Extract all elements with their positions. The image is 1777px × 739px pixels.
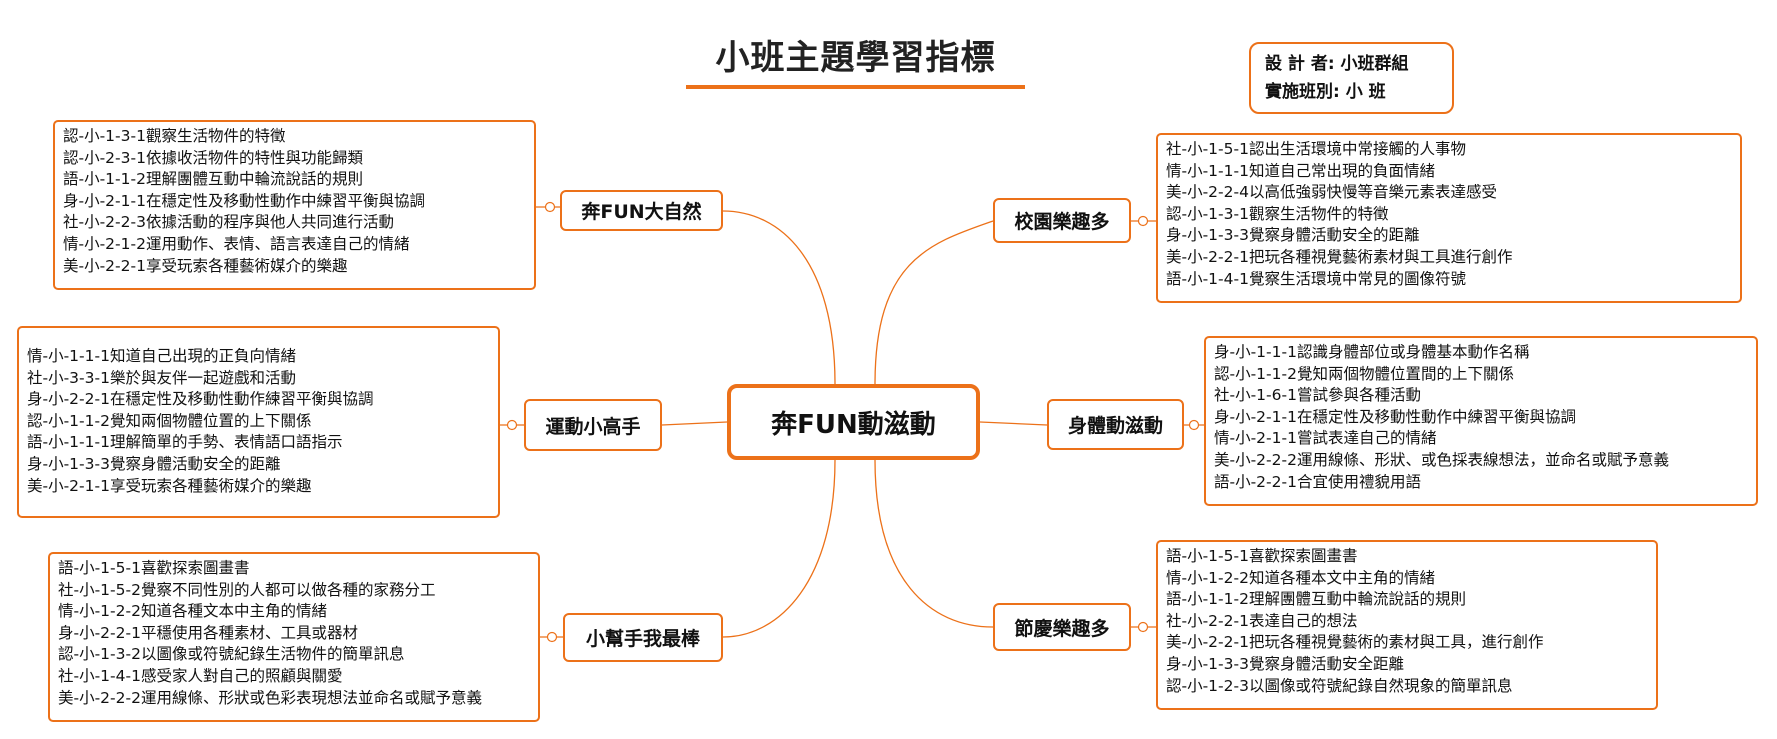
connector-center-to-body: [979, 421, 1048, 426]
topic-body[interactable]: 身體動滋動: [1047, 399, 1184, 450]
indicator-item: 身-小-1-1-1認識身體部位或身體基本動作名稱: [1214, 343, 1530, 361]
collapse-toggle-icon: [544, 201, 556, 213]
indicator-item: 社-小-3-3-1樂於與友伴一起遊戲和活動: [27, 368, 296, 387]
collapse-toggle-icon: [546, 631, 558, 643]
indicator-list-sports[interactable]: 情-小-1-1-1知道自己出現的正負向情緒 社-小-3-3-1樂於與友伴一起遊戲…: [17, 326, 500, 518]
collapse-toggle-icon: [1188, 419, 1200, 431]
indicator-item: 認-小-1-3-1觀察生活物件的特徵: [63, 127, 286, 145]
indicator-item: 社-小-1-5-1認出生活環境中常接觸的人事物: [1166, 140, 1466, 158]
indicator-item: 美-小-2-1-1享受玩索各種藝術媒介的樂趣: [27, 476, 312, 495]
designer-info-box[interactable]: 設 計 者: 小班群組 實施班別: 小 班: [1249, 42, 1454, 114]
indicator-item: 社-小-1-4-1感受家人對自己的照顧與關愛: [58, 666, 343, 685]
indicator-item: 語-小-1-5-1喜歡探索圖畫書: [1166, 547, 1358, 565]
indicator-item: 語-小-1-1-2理解團體互動中輪流說話的規則: [63, 170, 363, 189]
indicator-list-helper[interactable]: 語-小-1-5-1喜歡探索圖畫書 社-小-1-5-2覺察不同性別的人都可以做各種…: [48, 552, 540, 722]
connector-center-to-sports: [661, 421, 728, 426]
indicator-item: 情-小-2-1-2運用動作、表情、語言表達自己的情緒: [63, 234, 410, 253]
indicator-list-campus[interactable]: 社-小-1-5-1認出生活環境中常接觸的人事物 情-小-1-1-1知道自己常出現…: [1156, 133, 1742, 303]
indicator-item: 身-小-1-3-3覺察身體活動安全的距離: [27, 454, 281, 473]
indicator-item: 美-小-2-2-2運用線條、形狀或色彩表現想法並命名或賦予意義: [58, 688, 482, 707]
connector-center-to-helper: [722, 459, 836, 638]
collapse-toggle-icon: [1137, 215, 1149, 227]
topic-nature[interactable]: 奔FUN大自然: [560, 190, 723, 231]
indicator-item: 情-小-1-2-2知道各種文本中主角的情緒: [58, 602, 327, 621]
class-line: 實施班別: 小 班: [1265, 82, 1386, 102]
topic-helper[interactable]: 小幫手我最棒: [563, 613, 723, 662]
indicator-item: 情-小-1-2-2知道各種本文中主角的情緒: [1166, 568, 1435, 587]
connector-center-to-campus: [874, 220, 994, 385]
central-topic[interactable]: 奔FUN動滋動: [727, 384, 980, 460]
indicator-item: 情-小-2-1-1嘗試表達自己的情緒: [1214, 429, 1437, 448]
indicator-item: 美-小-2-2-1享受玩索各種藝術媒介的樂趣: [63, 256, 348, 275]
indicator-item: 語-小-1-1-1理解簡單的手勢、表情語口語指示: [27, 433, 343, 452]
topic-sports[interactable]: 運動小高手: [524, 399, 662, 451]
indicator-item: 社-小-2-2-3依據活動的程序與他人共同進行活動: [63, 213, 394, 232]
title-underline: [686, 85, 1025, 89]
indicator-item: 美-小-2-2-1把玩各種視覺藝術的素材與工具，進行創作: [1166, 633, 1544, 652]
indicator-item: 認-小-1-2-3以圖像或符號紀錄自然現象的簡單訊息: [1166, 676, 1513, 695]
indicator-item: 身-小-1-3-3覺察身體活動安全的距離: [1166, 226, 1420, 245]
connector-center-to-nature: [722, 210, 836, 385]
indicator-item: 語-小-1-1-2理解團體互動中輪流說話的規則: [1166, 590, 1466, 609]
designer-line: 設 計 者: 小班群組: [1265, 54, 1409, 74]
indicator-item: 美-小-2-2-4以高低強弱快慢等音樂元素表達感受: [1166, 183, 1497, 202]
indicator-item: 認-小-1-3-1觀察生活物件的特徵: [1166, 204, 1389, 223]
indicator-item: 認-小-1-3-2以圖像或符號紀錄生活物件的簡單訊息: [58, 645, 405, 664]
indicator-item: 身-小-2-1-1在穩定性及移動性動作中練習平衡與協調: [1214, 407, 1576, 426]
collapse-toggle-icon: [506, 419, 518, 431]
indicator-item: 語-小-1-5-1喜歡探索圖畫書: [58, 559, 250, 577]
indicator-item: 身-小-2-2-1平穩使用各種素材、工具或器材: [58, 623, 358, 642]
indicator-item: 社-小-1-5-2覺察不同性別的人都可以做各種的家務分工: [58, 580, 436, 599]
indicator-item: 認-小-2-3-1依據收活物件的特性與功能歸類: [63, 148, 363, 167]
page-title: 小班主題學習指標: [715, 38, 996, 78]
topic-festival[interactable]: 節慶樂趣多: [993, 603, 1131, 651]
indicator-item: 情-小-1-1-1知道自己出現的正負向情緒: [27, 347, 296, 365]
indicator-item: 語-小-2-2-1合宜使用禮貌用語: [1214, 472, 1421, 491]
indicator-item: 認-小-1-1-2覺知兩個物體位置間的上下關係: [1214, 364, 1514, 383]
indicator-item: 社-小-1-6-1嘗試參與各種活動: [1214, 386, 1421, 405]
indicator-item: 語-小-1-4-1覺察生活環境中常見的圖像符號: [1166, 269, 1466, 288]
indicator-item: 美-小-2-2-1把玩各種視覺藝術素材與工具進行創作: [1166, 247, 1513, 266]
indicator-list-nature[interactable]: 認-小-1-3-1觀察生活物件的特徵 認-小-2-3-1依據收活物件的特性與功能…: [53, 120, 536, 290]
connector-center-to-festival: [874, 459, 994, 628]
indicator-item: 情-小-1-1-1知道自己常出現的負面情緒: [1166, 161, 1435, 180]
topic-campus[interactable]: 校園樂趣多: [993, 198, 1131, 243]
indicator-item: 社-小-2-2-1表達自己的想法: [1166, 611, 1358, 630]
collapse-toggle-icon: [1137, 621, 1149, 633]
indicator-item: 美-小-2-2-2運用線條、形狀、或色採表線想法，並命名或賦予意義: [1214, 450, 1669, 469]
indicator-item: 身-小-2-2-1在穩定性及移動性動作練習平衡與協調: [27, 390, 374, 409]
indicator-item: 認-小-1-1-2覺知兩個物體位置的上下關係: [27, 411, 312, 430]
indicator-list-body[interactable]: 身-小-1-1-1認識身體部位或身體基本動作名稱 認-小-1-1-2覺知兩個物體…: [1204, 336, 1758, 506]
indicator-item: 身-小-2-1-1在穩定性及移動性動作中練習平衡與協調: [63, 191, 425, 210]
indicator-item: 身-小-1-3-3覺察身體活動安全距離: [1166, 654, 1404, 673]
indicator-list-festival[interactable]: 語-小-1-5-1喜歡探索圖畫書 情-小-1-2-2知道各種本文中主角的情緒 語…: [1156, 540, 1658, 710]
